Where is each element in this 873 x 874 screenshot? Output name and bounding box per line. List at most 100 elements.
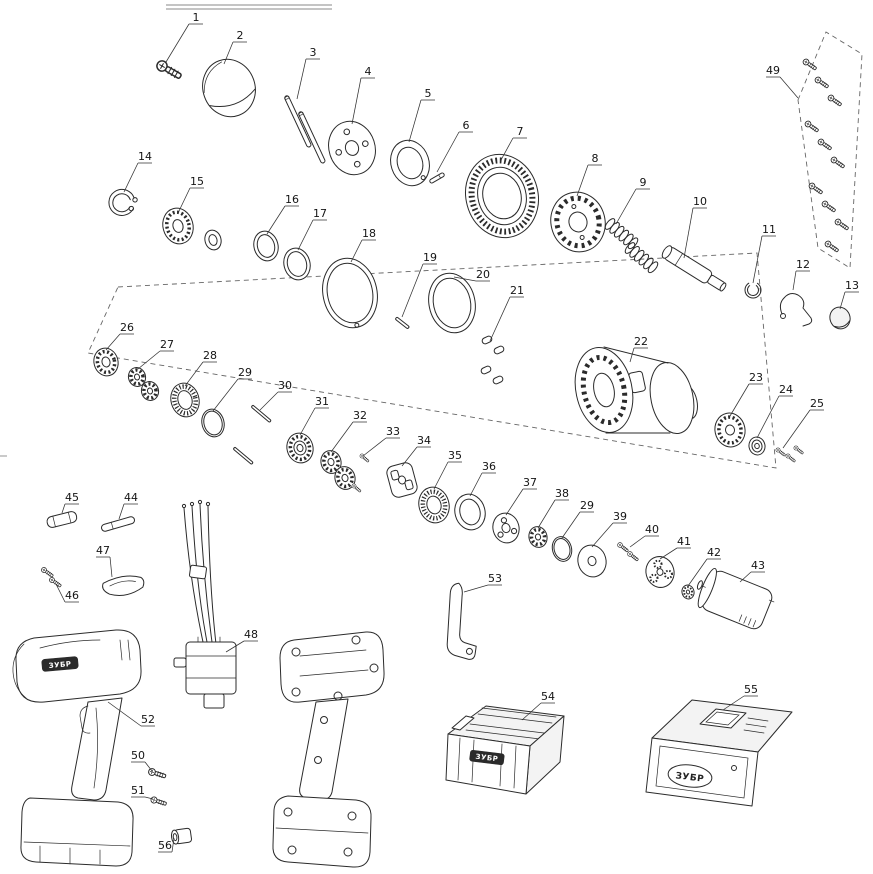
part-number-52: 52 [141,713,155,726]
callout-48: 48 [225,628,258,653]
part-29-o-ring-2 [551,536,573,562]
part-37-carrier [492,512,520,544]
part-number-4: 4 [365,65,372,78]
callout-12: 12 [792,258,810,291]
callout-20: 20 [453,268,490,282]
part-54-battery: ЗУБР [445,705,565,795]
part-number-3: 3 [310,46,317,59]
part-number-47: 47 [96,544,110,557]
part-38-gear [528,526,548,548]
part-9-springs [603,216,660,275]
callout-43: 43 [739,559,765,583]
callout-50: 50 [131,749,153,772]
callout-31: 31 [299,395,329,436]
callout-9: 9 [615,176,650,225]
brand-text-battery: ЗУБР [475,753,499,764]
callout-16: 16 [266,193,299,235]
callout-45: 45 [61,491,79,514]
callout-44: 44 [118,491,138,520]
part-55-charger: ЗУБР [645,699,793,807]
brand-logo-housing: ЗУБР [41,656,79,672]
callout-37: 37 [505,476,537,516]
part-30-pins [233,405,272,465]
callout-47: 47 [96,544,113,578]
gearbox-assembly-boundary-dashed [87,252,777,469]
part-40-screws [616,541,640,563]
part-number-40: 40 [645,523,659,536]
part-39-washer-disc [577,544,607,578]
part-number-37: 37 [523,476,537,489]
part-number-11: 11 [762,223,776,236]
part-number-43: 43 [751,559,765,572]
part-45-forward-reverse-button [46,511,78,528]
callout-34: 34 [401,434,431,467]
part-number-18: 18 [362,227,376,240]
housing-right-half [272,631,385,868]
callout-55: 55 [722,683,758,711]
part-5-retainer-ring [390,139,430,187]
part-number-34: 34 [417,434,431,447]
part-number-53: 53 [488,572,502,585]
part-2-nose-cap [202,58,256,118]
callout-42: 42 [687,546,721,587]
part-46-screws [40,566,63,589]
part-31-gear [286,432,314,464]
part-52-housing-left-half: ЗУБР [12,629,142,867]
part-number-54: 54 [541,690,555,703]
callout-40: 40 [629,523,659,548]
part-44-lock-lever [101,516,135,532]
part-12-spring-clip [779,293,813,327]
part-number-1: 1 [193,11,200,24]
part-16-washer [253,230,279,262]
part-number-8: 8 [592,152,599,165]
callout-25: 25 [782,397,824,449]
brand-text-charger: ЗУБР [675,771,705,784]
part-number-9: 9 [640,176,647,189]
part-29-o-ring [201,408,225,438]
part-number-5: 5 [425,87,432,100]
part-number-49: 49 [766,64,780,77]
part-number-10: 10 [693,195,707,208]
part-number-22: 22 [634,335,648,348]
part-number-48: 48 [244,628,258,641]
callout-6: 6 [436,119,473,173]
part-41-gear-plate [645,556,675,588]
part-number-23: 23 [749,371,763,384]
part-number-24: 24 [779,383,793,396]
callout-22: 22 [629,335,648,363]
callout-56: 56 [158,837,175,853]
part-number-28: 28 [203,349,217,362]
callout-32: 32 [330,409,367,453]
part-43-motor [696,567,775,630]
callout-7: 7 [500,125,527,161]
parts-layer: ЗУБР [12,57,851,868]
callout-39: 39 [591,510,627,548]
callout-24: 24 [756,383,793,439]
part-number-33: 33 [386,425,400,438]
part-number-29: 29 [238,366,252,379]
part-number-31: 31 [315,395,329,408]
part-number-15: 15 [190,175,204,188]
part-47-trigger [102,575,145,596]
part-1-screw [154,58,184,82]
part-number-39: 39 [613,510,627,523]
brand-logo-charger: ЗУБР [667,764,713,788]
callout-35: 35 [433,449,462,490]
callout-3: 3 [296,46,320,100]
callout-51: 51 [131,784,154,800]
part-number-27: 27 [160,338,174,351]
callout-46: 46 [55,583,79,603]
part-number-30: 30 [278,379,292,392]
callout-18: 18 [350,227,376,263]
part-number-35: 35 [448,449,462,462]
part-27-planet-gears [127,367,160,401]
callout-4: 4 [351,65,375,125]
part-17-washer [283,247,311,281]
part-49-screw-set [801,57,850,254]
part-number-26: 26 [120,321,134,334]
part-number-36: 36 [482,460,496,473]
callout-30: 30 [259,379,292,411]
